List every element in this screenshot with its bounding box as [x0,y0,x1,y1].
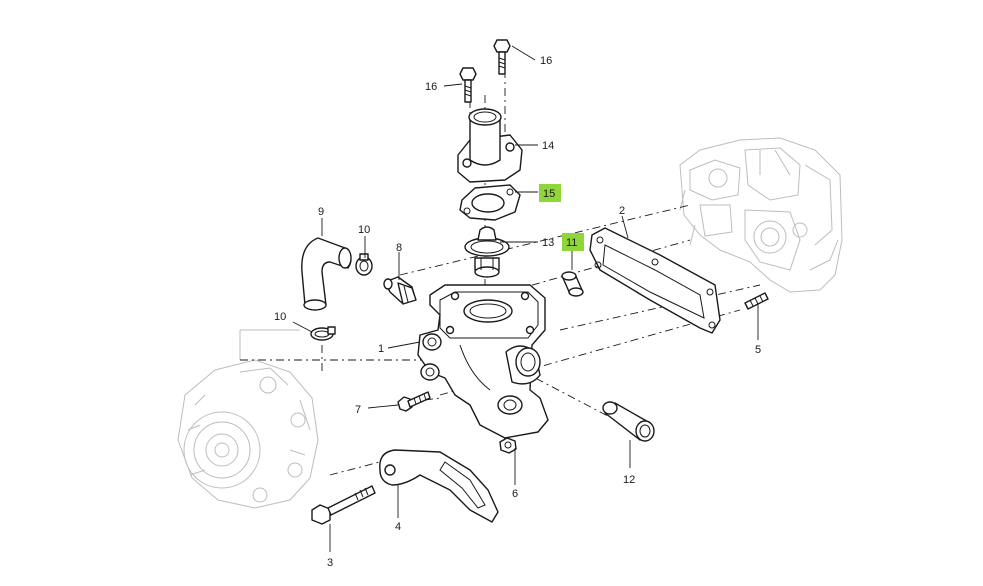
callout-3[interactable]: 3 [327,557,333,569]
callout-16-right[interactable]: 16 [540,55,552,67]
callout-8[interactable]: 8 [396,242,402,254]
bolt-16-right [493,39,511,75]
highlight-box-11 [562,233,584,251]
callout-10-lower[interactable]: 10 [274,311,286,323]
callout-11[interactable]: 11 [566,237,577,249]
callout-12[interactable]: 12 [623,474,635,486]
gasket-plate-2 [589,227,721,334]
callout-14[interactable]: 14 [542,140,554,152]
callout-2[interactable]: 2 [619,205,625,217]
hose-9 [301,237,352,311]
highlight-box-15 [539,184,561,202]
leader-lines [292,45,759,552]
stud-5 [744,292,769,310]
thermostat-13 [464,226,510,278]
callout-6[interactable]: 6 [512,488,518,500]
callout-7[interactable]: 7 [355,404,361,416]
callout-10-upper[interactable]: 10 [358,224,370,236]
gasket-15 [459,184,521,221]
bolt-3 [311,485,376,525]
engine-block-ghost [679,137,843,293]
callout-9[interactable]: 9 [318,206,324,218]
nipple-fitting-8 [383,276,417,305]
callout-4[interactable]: 4 [395,521,401,533]
callout-1[interactable]: 1 [378,343,384,355]
callout-5[interactable]: 5 [755,344,761,356]
callout-13[interactable]: 13 [542,237,554,249]
sleeve-11 [561,271,584,297]
pump-housing-ghost [177,329,319,509]
clamp-10-upper [355,253,373,276]
outlet-cover-14 [457,108,523,183]
nut-6 [499,437,517,454]
callout-15[interactable]: 15 [543,188,555,200]
bolt-16-left [459,67,477,103]
pipe-sleeve-12 [602,401,655,442]
bracket-4 [379,449,499,523]
bolt-7 [397,391,431,412]
clamp-10-lower [310,326,336,341]
callout-16-left[interactable]: 16 [425,81,437,93]
thermostat-housing-1 [417,284,549,439]
